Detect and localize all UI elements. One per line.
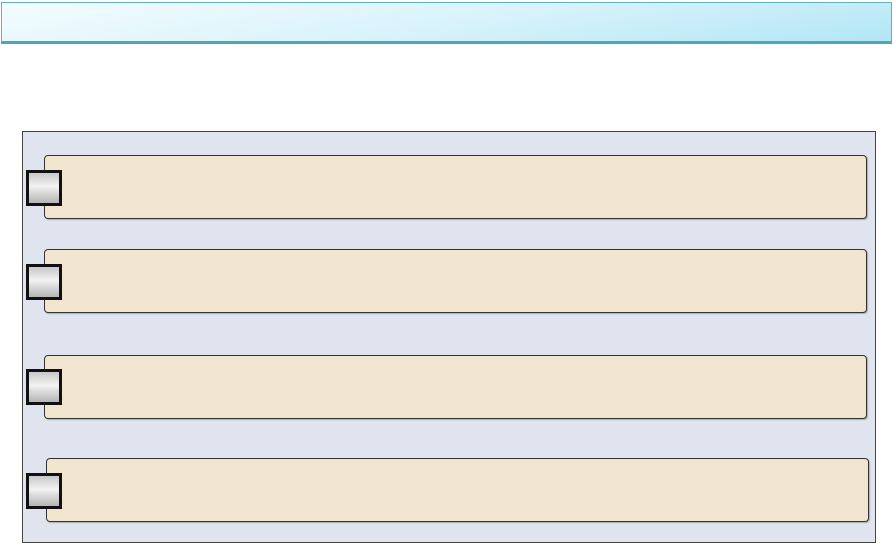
list-item-bar [44, 155, 867, 219]
list-item-bar [44, 249, 867, 313]
square-marker-icon [26, 264, 62, 300]
list-item-bar [44, 355, 867, 419]
square-marker-icon [26, 473, 62, 509]
title-bar [1, 2, 892, 44]
square-marker-icon [26, 369, 62, 405]
content-panel [22, 131, 876, 543]
list-item-bar [46, 458, 869, 522]
square-marker-icon [26, 170, 62, 206]
